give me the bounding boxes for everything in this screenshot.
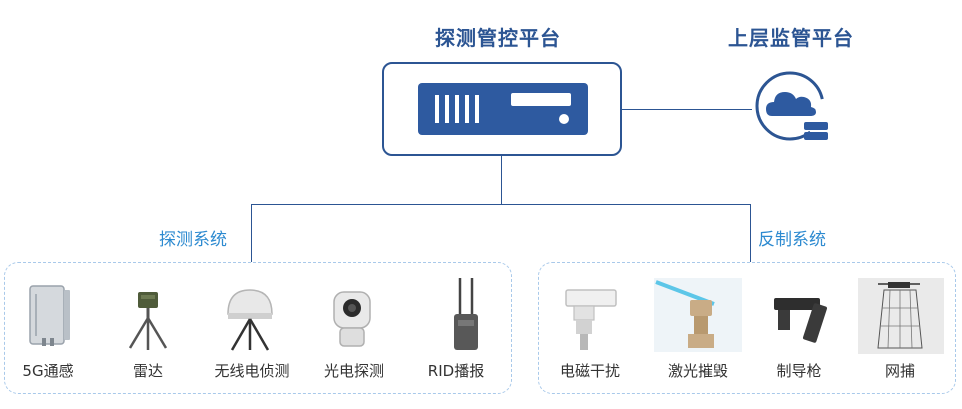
radar-tripod-icon[interactable] [122, 288, 174, 352]
rid-antenna-icon[interactable] [446, 276, 486, 354]
jammer-icon[interactable] [560, 280, 620, 352]
branch-connector [251, 204, 751, 205]
net-capture-icon[interactable] [858, 278, 944, 354]
server-cloud-connector [622, 109, 752, 110]
guided-gun-icon[interactable] [768, 288, 832, 350]
countermeasure-title: 反制系统 [758, 230, 826, 250]
countermeasure-group [538, 262, 956, 394]
countermeasure-item-label: 激光摧毁 [667, 362, 728, 380]
detection-item-label: 光电探测 [323, 362, 384, 380]
detection-title: 探测系统 [159, 230, 227, 250]
radio-dome-icon[interactable] [222, 286, 278, 352]
laser-icon[interactable] [654, 278, 742, 352]
detection-item-label: 雷达 [132, 362, 163, 380]
trunk-connector [501, 156, 502, 204]
5g-cabinet-icon[interactable] [22, 280, 74, 350]
cloud-supervisor-icon[interactable] [752, 64, 832, 152]
countermeasure-item-label: 电磁干扰 [559, 362, 620, 380]
server-icon [418, 83, 588, 135]
countermeasure-drop-connector [750, 204, 751, 262]
supervisor-title: 上层监管平台 [728, 26, 854, 50]
detection-item-label: RID播报 [427, 362, 485, 380]
optical-camera-icon[interactable] [326, 288, 378, 352]
detection-item-label: 5G通感 [22, 362, 74, 380]
platform-server-box[interactable] [382, 62, 622, 156]
countermeasure-item-label: 制导枪 [776, 362, 822, 380]
countermeasure-item-label: 网捕 [884, 362, 915, 380]
detection-drop-connector [251, 204, 252, 262]
platform-title: 探测管控平台 [435, 26, 561, 50]
detection-group [4, 262, 512, 394]
detection-item-label: 无线电侦测 [214, 362, 290, 380]
